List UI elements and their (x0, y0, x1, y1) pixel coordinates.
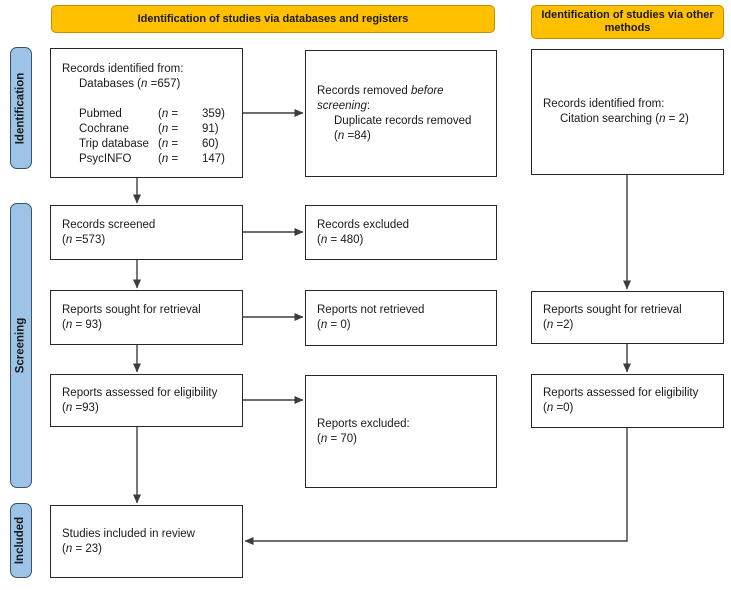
box-records-screened: Records screened(n =573) (50, 205, 243, 260)
header-databases-registers: Identification of studies via databases … (51, 5, 495, 33)
header-other-methods: Identification of studies via other meth… (531, 5, 724, 39)
stage-included-label: Included (14, 516, 27, 565)
stage-included: Included (10, 503, 32, 578)
box-studies-included: Studies included in review(n = 23) (50, 505, 243, 578)
records-identified-text: Records identified from:Databases (n =65… (62, 63, 184, 90)
box-reports-excluded: Reports excluded:(n = 70) (305, 375, 497, 488)
reports-not-retrieved-text: Reports not retrieved(n = 0) (317, 304, 425, 331)
box-records-identified: Records identified from:Databases (n =65… (50, 48, 243, 178)
stage-screening: Screening (10, 203, 32, 488)
reports-assessed-text: Reports assessed for eligibility(n =93) (62, 386, 218, 414)
reports-sought-text: Reports sought for retrieval(n = 93) (62, 303, 201, 331)
records-excluded-text: Records excluded(n = 480) (317, 218, 410, 246)
studies-included-text: Studies included in review(n = 23) (62, 527, 195, 555)
box-reports-assessed: Reports assessed for eligibility(n =93) (50, 374, 243, 427)
header-databases-registers-label: Identification of studies via databases … (137, 12, 409, 25)
box-reports-not-retrieved: Reports not retrieved(n = 0) (305, 290, 497, 346)
box-records-removed: Records removed before screening:Duplica… (305, 50, 497, 177)
database-counts-table: Pubmed(n =359)Cochrane(n =91)Trip databa… (79, 108, 226, 165)
reports-sought-other-text: Reports sought for retrieval(n =2) (543, 303, 682, 331)
box-citation-identified: Records identified from:Citation searchi… (531, 49, 724, 175)
records-removed-text: Records removed before screening:Duplica… (317, 84, 472, 142)
reports-excluded-text: Reports excluded:(n = 70) (317, 417, 410, 445)
reports-assessed-other-text: Reports assessed for eligibility(n =0) (543, 387, 699, 414)
stage-identification-label: Identification (14, 72, 27, 144)
stage-identification: Identification (10, 47, 32, 169)
box-records-excluded: Records excluded(n = 480) (305, 205, 497, 260)
records-screened-text: Records screened(n =573) (62, 218, 156, 246)
box-reports-assessed-other: Reports assessed for eligibility(n =0) (531, 374, 724, 428)
header-other-methods-label: Identification of studies via other meth… (541, 9, 714, 34)
citation-identified-text: Records identified from:Citation searchi… (543, 98, 689, 125)
stage-screening-label: Screening (14, 317, 27, 374)
box-reports-sought-other: Reports sought for retrieval(n =2) (531, 291, 724, 344)
box-reports-sought: Reports sought for retrieval(n = 93) (50, 290, 243, 345)
